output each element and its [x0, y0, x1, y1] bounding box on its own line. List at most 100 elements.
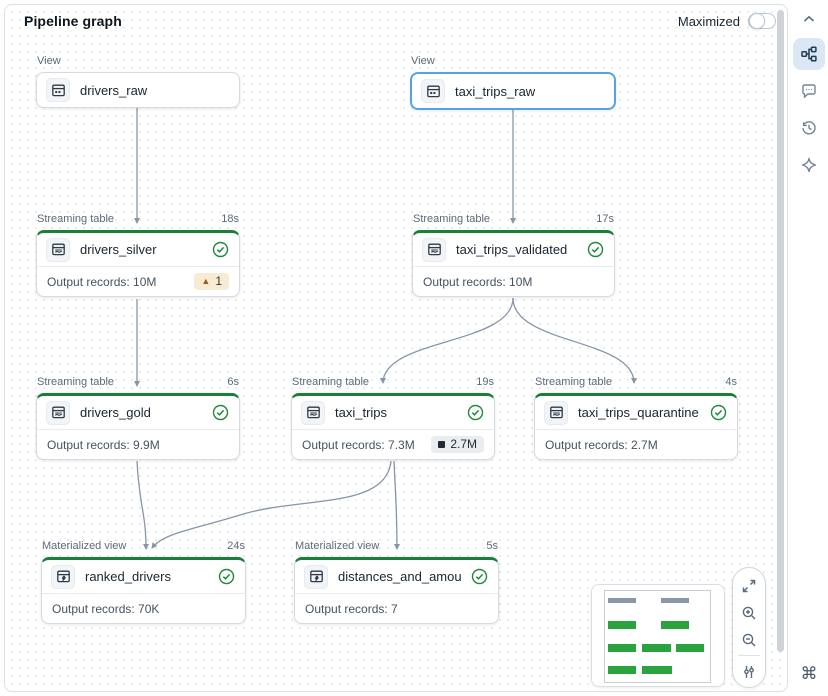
node-duration: 6s — [227, 376, 239, 388]
node-records-row: Output records: 9.9M — [37, 429, 239, 459]
node-title-row: drivers_raw — [37, 73, 239, 107]
success-check-icon — [212, 404, 230, 421]
pipeline-graph-icon[interactable] — [793, 38, 825, 70]
warning-triangle-icon: ▲ — [201, 275, 211, 286]
zoom-out-icon[interactable] — [733, 626, 765, 653]
controls-divider — [738, 655, 760, 656]
node-card[interactable]: taxi_trips_raw — [410, 72, 616, 110]
comments-icon[interactable] — [793, 75, 825, 107]
square-icon — [438, 440, 446, 448]
zoom-controls — [732, 567, 766, 688]
output-records: Output records: 2.7M — [545, 437, 658, 452]
node-duration: 19s — [476, 376, 494, 388]
node-card[interactable]: drivers_raw — [36, 72, 240, 108]
minimap[interactable] — [591, 584, 725, 687]
graph-node-taxi_trips_raw: View taxi_trips_raw — [410, 55, 616, 110]
output-records: Output records: 10M — [47, 274, 157, 289]
output-records: Output records: 10M — [423, 274, 533, 289]
minimap-node-green — [642, 644, 671, 652]
right-sidebar: ⌘ — [790, 0, 828, 696]
node-records-row: Output records: 10M ▲1 — [37, 266, 239, 296]
maximized-label: Maximized — [677, 13, 740, 29]
node-type-label: Streaming table — [413, 213, 491, 225]
history-icon[interactable] — [793, 112, 825, 144]
streaming-table-icon — [422, 237, 446, 262]
node-meta-row: Materialized view 5s — [294, 540, 499, 552]
node-records-row: Output records: 70K — [42, 593, 245, 623]
graph-node-drivers_raw: View drivers_raw — [36, 55, 240, 108]
minimap-node-green — [608, 621, 636, 629]
node-name: drivers_silver — [80, 242, 157, 257]
output-records: Output records: 70K — [52, 601, 160, 616]
records-badge: 2.7M — [431, 436, 484, 453]
node-title-row: ranked_drivers — [42, 560, 245, 593]
node-meta-row: Streaming table 19s — [291, 376, 495, 388]
output-records: Output records: 9.9M — [47, 437, 160, 452]
success-check-icon — [212, 241, 230, 258]
page-title: Pipeline graph — [24, 13, 122, 29]
node-duration: 24s — [227, 540, 245, 552]
materialized-view-icon — [51, 564, 75, 589]
node-title-row: taxi_trips_quarantine — [535, 396, 737, 429]
zoom-in-icon[interactable] — [733, 599, 765, 626]
streaming-table-icon — [46, 400, 70, 425]
node-meta-row: Streaming table 6s — [36, 376, 240, 388]
minimap-node-green — [661, 621, 689, 629]
node-type-label: View — [411, 55, 435, 67]
node-type-label: Materialized view — [42, 540, 127, 552]
node-title-row: distances_and_amounts_b... — [295, 560, 498, 593]
maximized-toggle[interactable] — [748, 13, 776, 29]
collapse-chevron-up-icon[interactable] — [803, 10, 815, 28]
node-type-label: Streaming table — [535, 376, 613, 388]
node-meta-row: Materialized view 24s — [41, 540, 246, 552]
node-title-row: taxi_trips_validated — [413, 233, 614, 266]
node-name: taxi_trips_quarantine — [578, 405, 699, 420]
expand-icon[interactable] — [733, 572, 765, 599]
node-records-row: Output records: 2.7M — [535, 429, 737, 459]
node-name: taxi_trips_validated — [456, 242, 568, 257]
table-icon — [421, 79, 445, 103]
node-duration: 5s — [486, 540, 498, 552]
node-name: drivers_raw — [80, 82, 148, 98]
node-type-label: Materialized view — [295, 540, 380, 552]
assistant-sparkle-icon[interactable] — [793, 149, 825, 181]
node-name: taxi_trips_raw — [455, 83, 536, 99]
graph-filters-icon[interactable] — [733, 658, 765, 685]
table-icon — [46, 78, 70, 102]
node-type-label: View — [37, 55, 61, 67]
success-check-icon — [587, 241, 605, 258]
node-title-row: drivers_silver — [37, 233, 239, 266]
command-icon[interactable]: ⌘ — [800, 664, 818, 683]
success-check-icon — [471, 568, 489, 585]
success-check-icon — [467, 404, 485, 421]
node-type-label: Streaming table — [292, 376, 370, 388]
node-meta-row: View — [410, 55, 616, 67]
node-records-row: Output records: 7 — [295, 593, 498, 623]
streaming-table-icon — [301, 400, 325, 425]
node-name: drivers_gold — [80, 405, 151, 420]
records-badge: ▲1 — [194, 273, 229, 290]
node-title-row: taxi_trips — [292, 396, 494, 429]
node-duration: 18s — [221, 213, 239, 225]
vertical-scrollbar[interactable] — [777, 10, 784, 652]
node-type-label: Streaming table — [37, 376, 115, 388]
node-title-row: taxi_trips_raw — [412, 74, 614, 108]
panel-header: Pipeline graph Maximized — [4, 4, 788, 38]
node-card[interactable]: distances_and_amounts_b...Output records… — [294, 557, 499, 624]
node-name: ranked_drivers — [85, 569, 171, 584]
